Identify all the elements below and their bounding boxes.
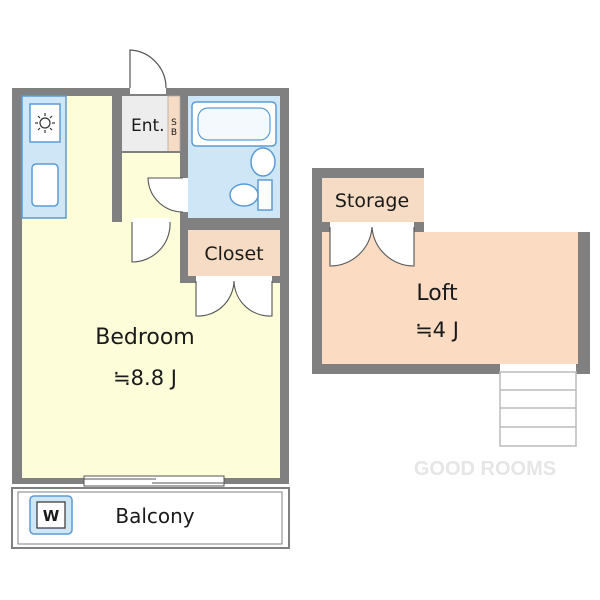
washbasin: [250, 147, 276, 177]
balcony-window: [83, 475, 225, 487]
stair-opening: [500, 364, 576, 374]
front-door-opening: [130, 84, 166, 94]
loft-floor: [322, 232, 578, 364]
bathroom-door-swing: [147, 177, 184, 213]
balcony-label: Balcony: [115, 504, 194, 528]
closet-floor: [188, 230, 280, 276]
burner-icon: [35, 113, 55, 133]
kitchen-sink: [31, 163, 59, 207]
entrance-label: Ent.: [131, 116, 165, 136]
storage-doors: [329, 226, 415, 267]
bedroom-door-swing: [131, 221, 171, 263]
bedroom-label: Bedroom: [95, 325, 195, 350]
closet-doors: [195, 280, 273, 317]
front-door-swing: [129, 49, 167, 89]
watermark: GOOD ROOMS: [414, 458, 556, 480]
bedroom-floor: [22, 96, 280, 478]
toilet: [229, 179, 273, 211]
washer-icon: [36, 501, 66, 529]
loft-cutout: [424, 168, 590, 232]
entrance-floor: [122, 96, 168, 152]
storage-floor: [322, 178, 424, 222]
bathtub-basin: [197, 107, 271, 141]
bedroom-size: ≒8.8 J: [113, 366, 177, 390]
loft-label: Loft: [416, 281, 458, 306]
loft-stairs: [499, 371, 577, 447]
washer-label: W: [43, 507, 60, 525]
stove: [29, 103, 61, 143]
storage-label: Storage: [335, 190, 409, 212]
loft-size: ≒4 J: [415, 318, 459, 342]
closet-label: Closet: [204, 243, 263, 265]
